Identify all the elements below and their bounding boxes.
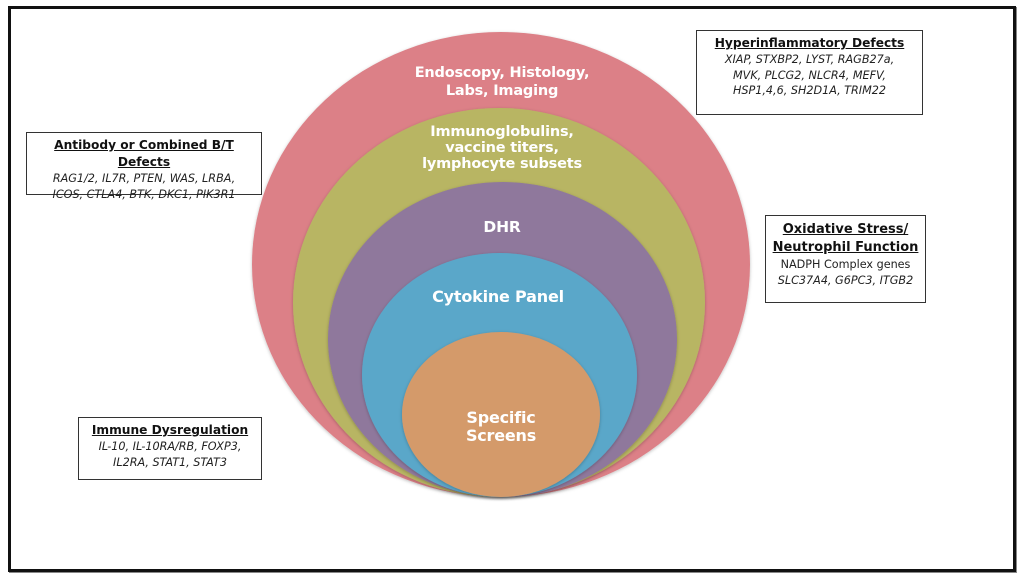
gene-list-line: IL2RA, STAT1, STAT3	[113, 455, 227, 469]
ring-label-line: lymphocyte subsets	[422, 156, 582, 173]
box-immune-dysregulation: Immune Dysregulation IL-10, IL-10RA/RB, …	[78, 417, 262, 480]
ring-specific-screens	[402, 332, 600, 497]
gene-category-line: NADPH Complex genes	[780, 258, 911, 272]
ring-label-dhr: DHR	[483, 218, 520, 237]
ring-label-line: vaccine titers,	[445, 140, 559, 157]
gene-list-line: HSP1,4,6, SH2D1A, TRIM22	[733, 84, 886, 98]
ring-label-endoscopy: Endoscopy, Histology, Labs, Imaging	[415, 65, 590, 100]
gene-list-line: IL-10, IL-10RA/RB, FOXP3,	[98, 440, 242, 454]
gene-list-line: ICOS, CTLA4, BTK, DKC1, PIK3R1	[52, 187, 236, 201]
ring-label-line: Cytokine Panel	[432, 287, 564, 306]
box-antibody-combined-defects: Antibody or Combined B/T Defects RAG1/2,…	[26, 132, 262, 201]
gene-list-line: MVK, PLCG2, NLCR4, MEFV,	[733, 68, 886, 82]
ring-label-specific-screens: Specific Screens	[465, 408, 537, 446]
ring-label-line: Specific	[466, 408, 536, 427]
ring-label-line: Screens	[465, 426, 537, 446]
box-hyperinflammatory-defects: Hyperinflammatory Defects XIAP, STXBP2, …	[696, 30, 923, 115]
box-title: Oxidative Stress/	[782, 222, 909, 237]
ring-label-line: Endoscopy, Histology,	[414, 65, 590, 81]
ring-label-line: DHR	[483, 218, 521, 236]
gene-list-line: RAG1/2, IL7R, PTEN, WAS, LRBA,	[52, 172, 236, 186]
box-title: Antibody or Combined B/T Defects	[54, 138, 234, 170]
gene-list-line: XIAP, STXBP2, LYST, RAGB27a,	[724, 53, 895, 67]
box-title: Immune Dysregulation	[91, 423, 249, 437]
ring-label-cytokine-panel: Cytokine Panel	[432, 287, 564, 307]
box-title: Hyperinflammatory Defects	[714, 36, 905, 50]
ring-label-immunoglobulins: Immunoglobulins, vaccine titers, lymphoc…	[422, 124, 582, 173]
box-title: Neutrophil Function	[772, 240, 919, 256]
ring-label-line: Immunoglobulins,	[430, 124, 574, 140]
ring-label-line: Labs, Imaging	[445, 82, 559, 99]
box-oxidative-stress: Oxidative Stress/ Neutrophil Function NA…	[765, 215, 926, 303]
gene-list-line: SLC37A4, G6PC3, ITGB2	[777, 274, 914, 288]
